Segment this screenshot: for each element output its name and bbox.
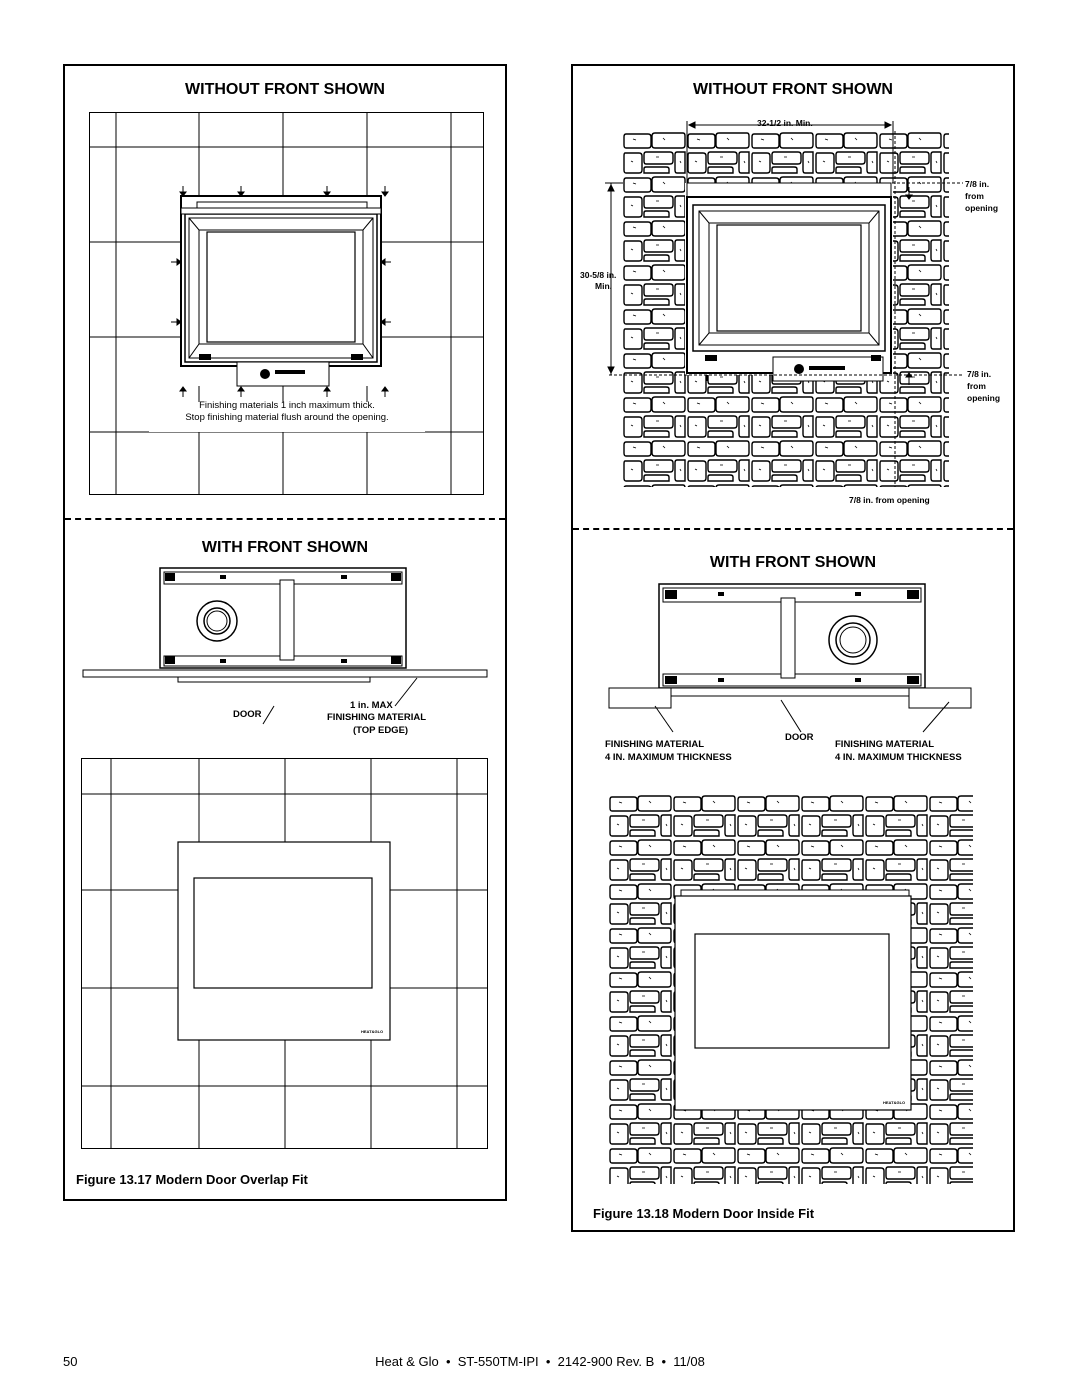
right-stone-wall-without-front	[605, 121, 963, 487]
right-bottom-title: WITH FRONT SHOWN	[709, 554, 877, 571]
figure-13-18-caption: Figure 13.18 Modern Door Inside Fit	[593, 1206, 815, 1221]
right-dim-width: 32-1/2 in. Min.	[757, 118, 813, 128]
left-label-top-edge: (TOP EDGE)	[353, 725, 409, 736]
right-label-finishing-right: FINISHING MATERIAL	[835, 739, 935, 750]
left-label-finishing-material: FINISHING MATERIAL	[327, 712, 427, 723]
footer-doc-info: Heat & Glo • ST-550TM-IPI • 2142-900 Rev…	[375, 1354, 705, 1369]
right-dim-height-min: Min.	[595, 281, 612, 291]
figure-13-17-panel: WITHOUT FRONT SHOWN	[63, 64, 507, 1201]
right-door-logo: HEAT&GLO	[883, 1100, 906, 1105]
right-label-thickness-left: 4 IN. MAXIMUM THICKNESS	[605, 752, 732, 763]
right-dim-top-from: from	[965, 191, 984, 201]
left-top-title: WITHOUT FRONT SHOWN	[185, 81, 385, 98]
right-dim-height-value: 30-5/8 in.	[580, 270, 617, 280]
left-bottom-title: WITH FRONT SHOWN	[201, 539, 369, 556]
right-dim-side-value: 7/8 in.	[967, 369, 992, 379]
left-note-line-1: Finishing materials 1 inch maximum thick…	[199, 400, 375, 411]
left-door-logo: HEAT&GLO	[361, 1029, 384, 1034]
right-dim-top-opening: opening	[965, 203, 999, 213]
left-label-1in-max: 1 in. MAX	[350, 700, 393, 711]
right-dim-top-value: 7/8 in.	[965, 179, 990, 189]
left-tile-wall-with-front	[81, 758, 488, 1149]
right-dim-side-opening: opening	[967, 393, 1001, 403]
figure-13-18-panel: WITHOUT FRONT SHOWN	[571, 64, 1015, 1232]
left-tile-wall-without-front	[89, 112, 484, 495]
right-dim-bottom: 7/8 in. from opening	[849, 495, 930, 505]
right-top-title: WITHOUT FRONT SHOWN	[693, 81, 893, 98]
left-section-divider	[65, 518, 505, 520]
right-label-finishing-left: FINISHING MATERIAL	[605, 739, 705, 750]
right-dim-side-from: from	[967, 381, 986, 391]
figure-13-17-caption: Figure 13.17 Modern Door Overlap Fit	[76, 1172, 308, 1187]
left-note-line-2: Stop finishing material flush around the…	[185, 412, 389, 423]
right-top-view-diagram	[608, 583, 972, 733]
page-number: 50	[63, 1354, 78, 1369]
left-top-view-diagram	[82, 567, 488, 725]
right-section-divider	[573, 528, 1013, 530]
right-label-door: DOOR	[785, 732, 814, 743]
right-stone-wall-with-front	[609, 794, 973, 1184]
right-label-thickness-right: 4 IN. MAXIMUM THICKNESS	[835, 752, 962, 763]
left-label-door: DOOR	[233, 709, 262, 720]
